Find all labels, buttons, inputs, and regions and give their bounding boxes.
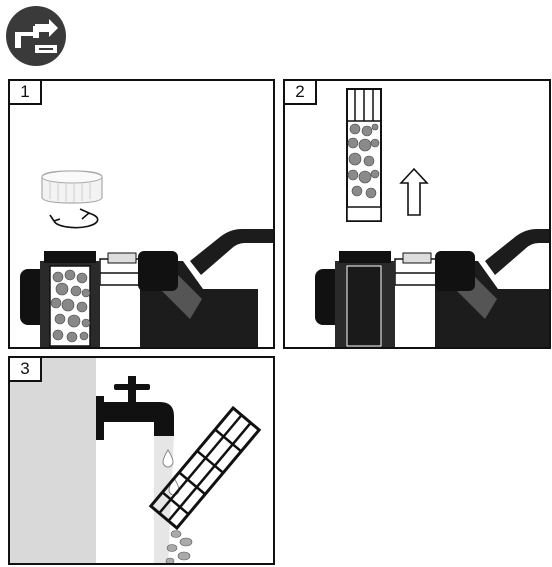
filter-debris-icon	[50, 269, 91, 343]
water-drop-icon	[162, 449, 174, 468]
filter-debris-icon	[347, 123, 380, 199]
step-2-number: 2	[285, 81, 317, 105]
step-1-number: 1	[10, 81, 42, 105]
filter-cartridge-icon	[148, 405, 262, 531]
faucet-icon	[96, 376, 174, 440]
step-3-number: 3	[10, 358, 42, 382]
up-arrow-icon	[399, 167, 429, 216]
step-2-panel: 2	[283, 79, 551, 349]
water-stream-icon	[154, 436, 174, 563]
step-1-panel: 1	[8, 79, 275, 349]
wall-icon	[10, 358, 96, 563]
falling-debris-icon	[165, 530, 193, 563]
faucet-cleaning-badge-icon	[5, 5, 67, 67]
filter-cap-icon	[41, 170, 103, 204]
rotate-arrow-icon	[49, 208, 99, 229]
pump-body-icon	[315, 229, 549, 347]
step-3-panel: 3	[8, 356, 275, 565]
